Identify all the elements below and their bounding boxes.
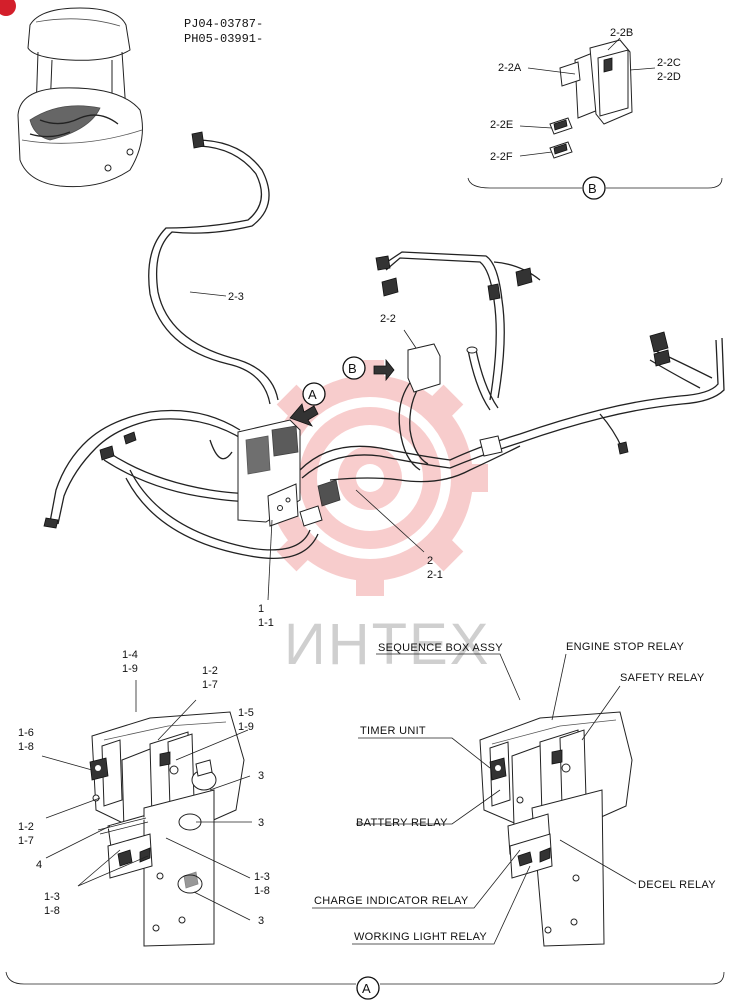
label-1-8-right: 1-8	[254, 885, 270, 897]
detail-b-relay-assembly: B 2-2A 2-2B 2-2C 2-2D 2-2E 2-2F	[467, 27, 723, 200]
label-4: 4	[36, 859, 42, 871]
machine-thumbnail	[0, 0, 143, 188]
label-2-2A: 2-2A	[498, 62, 522, 74]
label-decel-relay: DECEL RELAY	[638, 879, 716, 891]
label-2-2B: 2-2B	[610, 27, 633, 39]
detail-a-marker: A	[362, 981, 371, 996]
label-1-9-top: 1-9	[122, 663, 138, 675]
label-1-9-right: 1-9	[238, 721, 254, 733]
label-3-middle: 3	[258, 817, 264, 829]
label-3-upper: 3	[258, 770, 264, 782]
label-1: 1	[258, 603, 264, 615]
label-2-2C: 2-2C	[657, 57, 681, 69]
label-1-8-left: 1-8	[18, 741, 34, 753]
label-3-lower: 3	[258, 915, 264, 927]
label-2-2E: 2-2E	[490, 119, 513, 131]
detail-a-relay-names-right: SEQUENCE BOX ASSY ENGINE STOP RELAY SAFE…	[312, 641, 716, 947]
label-2-1: 2-1	[427, 569, 443, 581]
label-1-2-left: 1-2	[18, 821, 34, 833]
label-1-7-top: 1-7	[202, 679, 218, 691]
label-2-2D: 2-2D	[657, 71, 681, 83]
detail-a-bracket: A	[5, 971, 725, 1000]
label-2: 2	[427, 555, 433, 567]
label-1-8-bottom: 1-8	[44, 905, 60, 917]
label-charge-indicator-relay: CHARGE INDICATOR RELAY	[314, 895, 469, 907]
serial-range-line2: PH05-03991-	[184, 32, 263, 46]
label-sequence-box-assy: SEQUENCE BOX ASSY	[378, 642, 503, 654]
main-wiring-harness: A B 2-3 2-2 2 2-1 1 1-1	[43, 131, 725, 629]
label-safety-relay: SAFETY RELAY	[620, 672, 705, 684]
label-1-6: 1-6	[18, 727, 34, 739]
detail-b-marker: B	[588, 181, 597, 196]
serial-range-line1: PJ04-03787-	[184, 17, 263, 31]
label-1-4: 1-4	[122, 649, 138, 661]
label-1-3-left: 1-3	[44, 891, 60, 903]
label-engine-stop-relay: ENGINE STOP RELAY	[566, 641, 685, 653]
label-1-2-top: 1-2	[202, 665, 218, 677]
label-1-3-right: 1-3	[254, 871, 270, 883]
label-battery-relay: BATTERY RELAY	[356, 817, 448, 829]
label-1-1: 1-1	[258, 617, 274, 629]
detail-a-exploded-left: 1-4 1-9 1-2 1-7 1-5 1-9 1-6 1-8 3 3 1-2 …	[18, 649, 270, 947]
watermark-text: ИНТЕХ	[284, 612, 490, 677]
label-working-light-relay: WORKING LIGHT RELAY	[354, 931, 487, 943]
label-timer-unit: TIMER UNIT	[360, 725, 426, 737]
label-1-5: 1-5	[238, 707, 254, 719]
label-2-2: 2-2	[380, 313, 396, 325]
view-b-marker: B	[348, 361, 357, 376]
label-1-7-left: 1-7	[18, 835, 34, 847]
label-2-3: 2-3	[228, 291, 244, 303]
label-2-2F: 2-2F	[490, 151, 513, 163]
view-a-marker: A	[308, 387, 317, 402]
